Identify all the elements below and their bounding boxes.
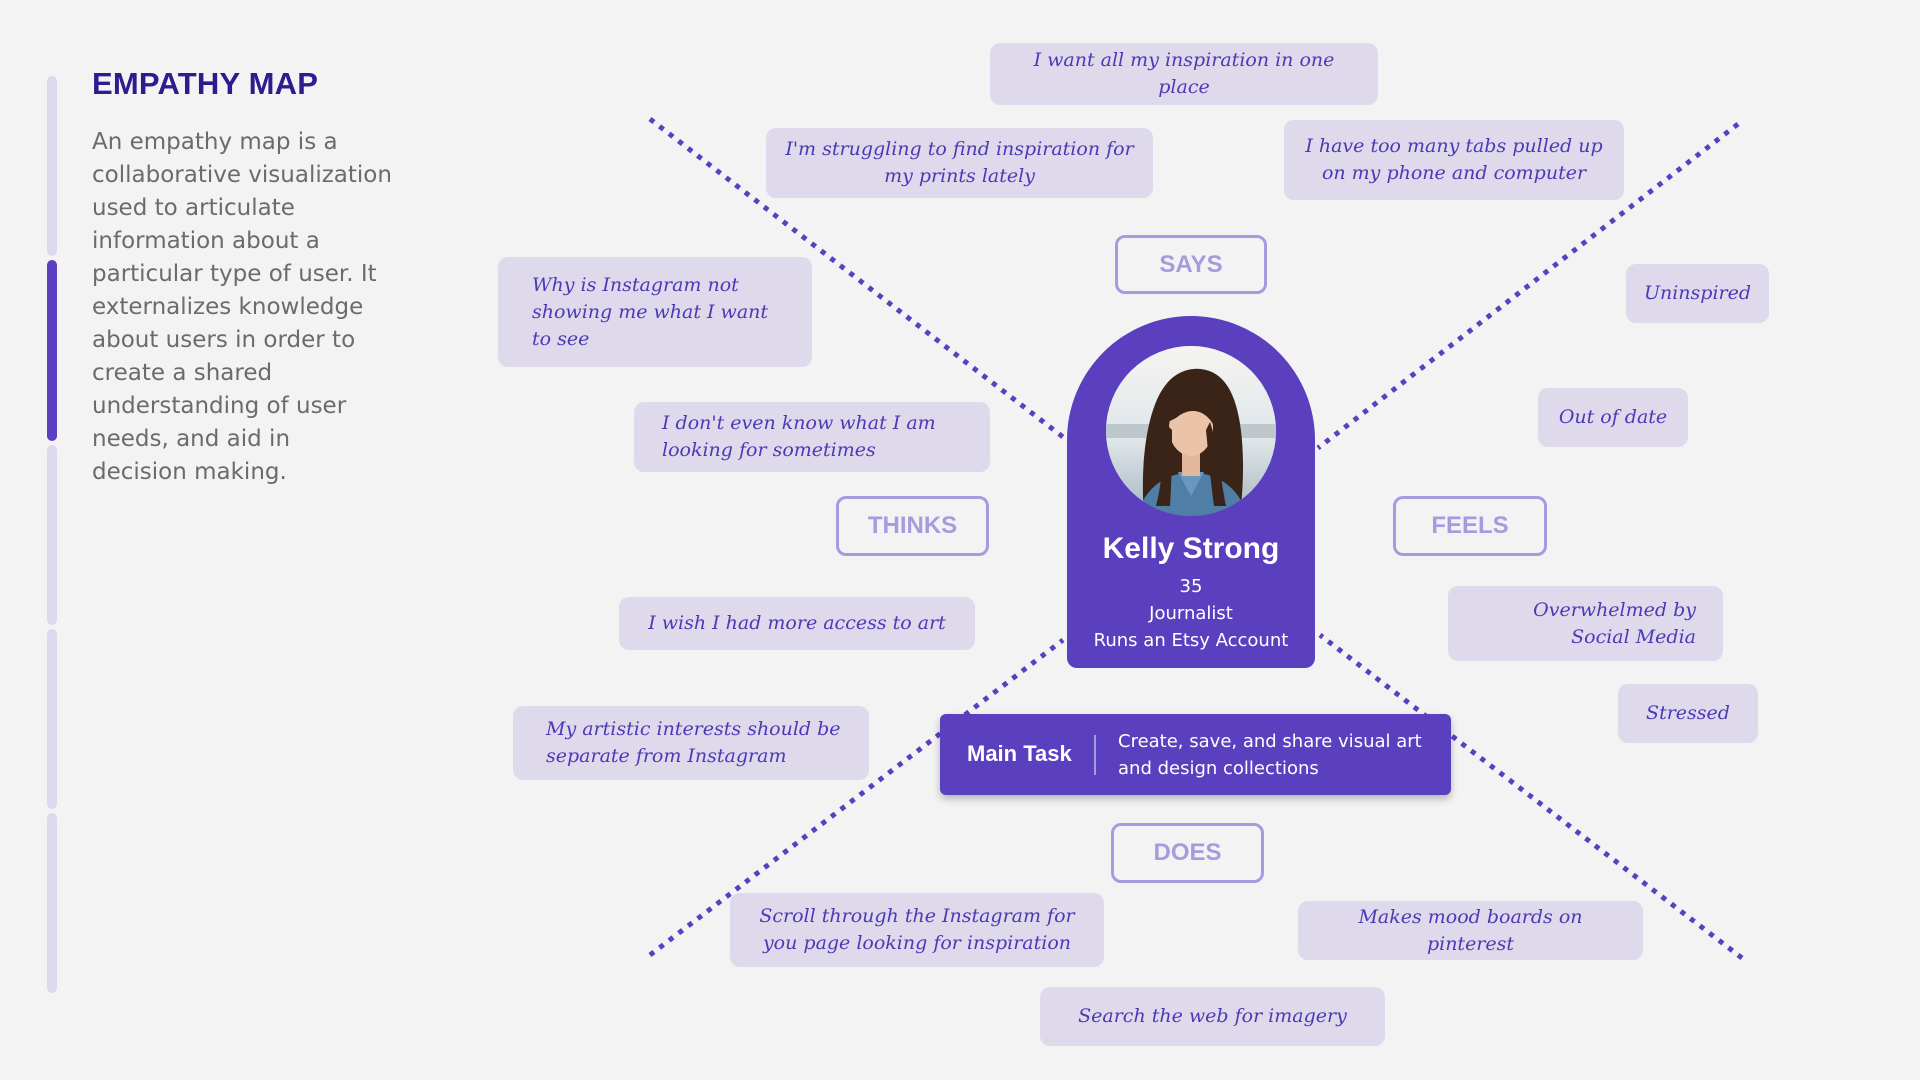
divider-top-right <box>1316 122 1740 450</box>
persona-photo <box>1106 346 1276 516</box>
main-task-divider <box>1094 735 1096 775</box>
progress-segment-1 <box>47 76 57 256</box>
feels-note-3: Overwhelmed by Social Media <box>1448 586 1723 661</box>
feels-note-2: Out of date <box>1538 388 1688 447</box>
main-task-text: Create, save, and share visual art and d… <box>1118 731 1422 779</box>
divider-top-left <box>648 117 1065 439</box>
thinks-note-3: I wish I had more access to art <box>619 597 975 650</box>
page-title: EMPATHY MAP <box>92 66 319 101</box>
thinks-note-4: My artistic interests should be separate… <box>513 706 869 780</box>
does-label: DOES <box>1111 823 1264 883</box>
does-note-2: Makes mood boards on pinterest <box>1298 901 1643 960</box>
progress-segment-3 <box>47 445 57 625</box>
says-note-3: I have too many tabs pulled up on my pho… <box>1284 120 1624 200</box>
persona-detail: Runs an Etsy Account <box>1093 630 1289 651</box>
says-label: SAYS <box>1115 235 1267 294</box>
feels-note-4: Stressed <box>1618 684 1758 743</box>
main-task-label: Main Task <box>967 741 1072 766</box>
says-note-1: I want all my inspiration in one place <box>990 43 1378 105</box>
persona-avatar <box>1106 346 1276 516</box>
says-note-2: I'm struggling to find inspiration for m… <box>766 128 1153 198</box>
thinks-note-1: Why is Instagram not showing me what I w… <box>498 257 812 367</box>
divider-bottom-right <box>1318 633 1744 960</box>
thinks-label: THINKS <box>836 496 989 556</box>
main-task-card: Main Task Create, save, and share visual… <box>940 714 1451 795</box>
feels-label: FEELS <box>1393 496 1547 556</box>
persona-age: 35 <box>1179 576 1203 597</box>
progress-segment-4 <box>47 629 57 809</box>
persona-occupation: Journalist <box>1149 603 1233 624</box>
persona-name: Kelly Strong <box>1102 532 1280 565</box>
thinks-note-2: I don't even know what I am looking for … <box>634 402 990 472</box>
feels-note-1: Uninspired <box>1626 264 1769 323</box>
does-note-1: Scroll through the Instagram for you pag… <box>730 893 1104 967</box>
progress-segment-5 <box>47 813 57 993</box>
progress-segment-2 <box>47 260 57 441</box>
persona-card: Kelly Strong 35 Journalist Runs an Etsy … <box>1067 316 1315 668</box>
page-description: An empathy map is a collaborative visual… <box>92 129 392 485</box>
divider-bottom-left <box>648 638 1065 957</box>
does-note-3: Search the web for imagery <box>1040 987 1385 1046</box>
